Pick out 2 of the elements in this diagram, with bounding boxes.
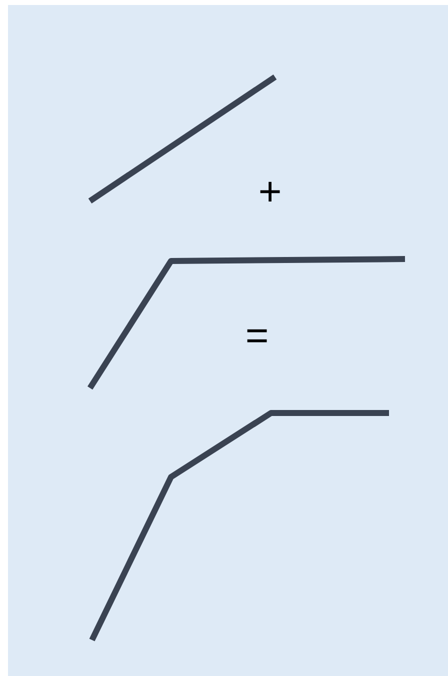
math-symbol: + <box>258 172 282 212</box>
math-symbol: = <box>245 316 269 356</box>
